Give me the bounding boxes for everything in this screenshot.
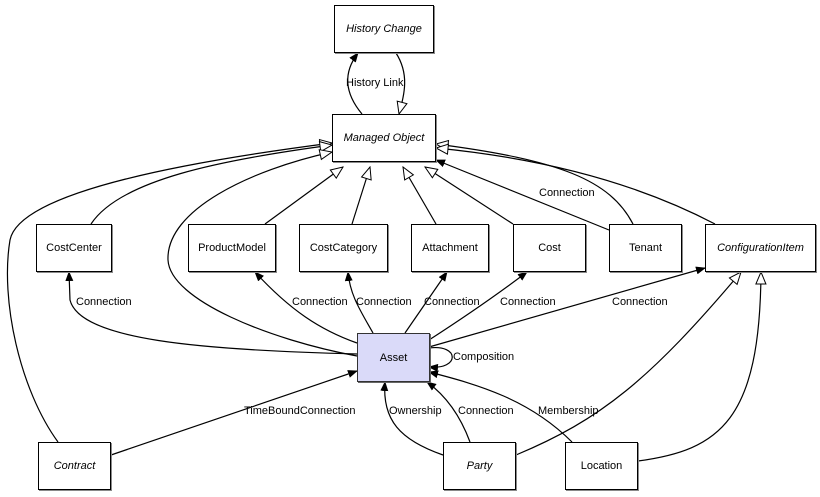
edge-location-ci-gen[interactable] bbox=[637, 272, 761, 462]
class-configuration-item[interactable]: ConfigurationItem bbox=[705, 224, 816, 272]
edge-asset-costcategory[interactable] bbox=[344, 271, 374, 334]
edge-history-link[interactable] bbox=[347, 52, 363, 115]
class-party[interactable]: Party bbox=[443, 442, 516, 490]
edge-contract-asset[interactable] bbox=[110, 370, 358, 456]
edge-label-cost-connection: Connection bbox=[500, 296, 556, 308]
edge-tenant-gen[interactable] bbox=[436, 144, 634, 225]
edge-label-attachment-connection: Connection bbox=[424, 296, 480, 308]
edge-label-costcategory-connection: Connection bbox=[356, 296, 412, 308]
edge-label-ownership: Ownership bbox=[389, 405, 442, 417]
edge-asset-composition[interactable] bbox=[428, 347, 453, 372]
edge-asset-gen[interactable] bbox=[167, 152, 358, 357]
edge-party-ownership[interactable] bbox=[380, 381, 444, 456]
edge-asset-ci[interactable] bbox=[428, 266, 706, 348]
edge-hc-gen[interactable] bbox=[395, 52, 405, 114]
class-product-model[interactable]: ProductModel bbox=[188, 224, 276, 272]
class-history-change[interactable]: History Change bbox=[334, 5, 434, 53]
edge-label-composition: Composition bbox=[453, 351, 515, 363]
edge-asset-costcenter[interactable] bbox=[65, 271, 358, 355]
edge-costcategory-gen[interactable] bbox=[351, 167, 370, 225]
class-managed-object[interactable]: Managed Object bbox=[332, 114, 436, 162]
class-cost-center[interactable]: CostCenter bbox=[36, 224, 112, 272]
edge-label-history-link: History Link bbox=[346, 77, 404, 89]
edge-label-ci-connection: Connection bbox=[612, 296, 668, 308]
edge-label-costcenter-connection: Connection bbox=[76, 296, 132, 308]
edge-asset-productmodel[interactable] bbox=[254, 271, 358, 344]
edge-attachment-gen[interactable] bbox=[403, 167, 437, 225]
edge-tenant-conn[interactable] bbox=[435, 159, 610, 231]
edge-party-conn[interactable] bbox=[426, 381, 471, 443]
edge-label-party-connection: Connection bbox=[458, 405, 514, 417]
class-contract[interactable]: Contract bbox=[38, 442, 111, 490]
class-asset[interactable]: Asset bbox=[357, 333, 430, 382]
edge-label-timeboundconnection: TimeBoundConnection bbox=[244, 405, 356, 417]
edge-location-membership[interactable] bbox=[428, 370, 573, 443]
edge-productmodel-gen[interactable] bbox=[264, 167, 343, 225]
class-location[interactable]: Location bbox=[565, 442, 638, 490]
edge-ci-gen[interactable] bbox=[436, 148, 716, 225]
edge-cost-gen[interactable] bbox=[425, 167, 514, 225]
class-cost[interactable]: Cost bbox=[513, 224, 586, 272]
edge-party-ci-gen[interactable] bbox=[515, 272, 741, 456]
edge-asset-attachment[interactable] bbox=[404, 271, 448, 334]
edge-label-membership: Membership bbox=[538, 405, 599, 417]
edge-asset-cost[interactable] bbox=[428, 271, 528, 341]
edge-label-productmodel-connection: Connection bbox=[292, 296, 348, 308]
class-tenant[interactable]: Tenant bbox=[609, 224, 682, 272]
edge-costcenter-gen[interactable] bbox=[90, 145, 332, 225]
edge-contract-gen[interactable] bbox=[6, 143, 332, 443]
class-attachment[interactable]: Attachment bbox=[411, 224, 489, 272]
class-cost-category[interactable]: CostCategory bbox=[299, 224, 388, 272]
edge-label-tenant-connection: Connection bbox=[539, 187, 595, 199]
